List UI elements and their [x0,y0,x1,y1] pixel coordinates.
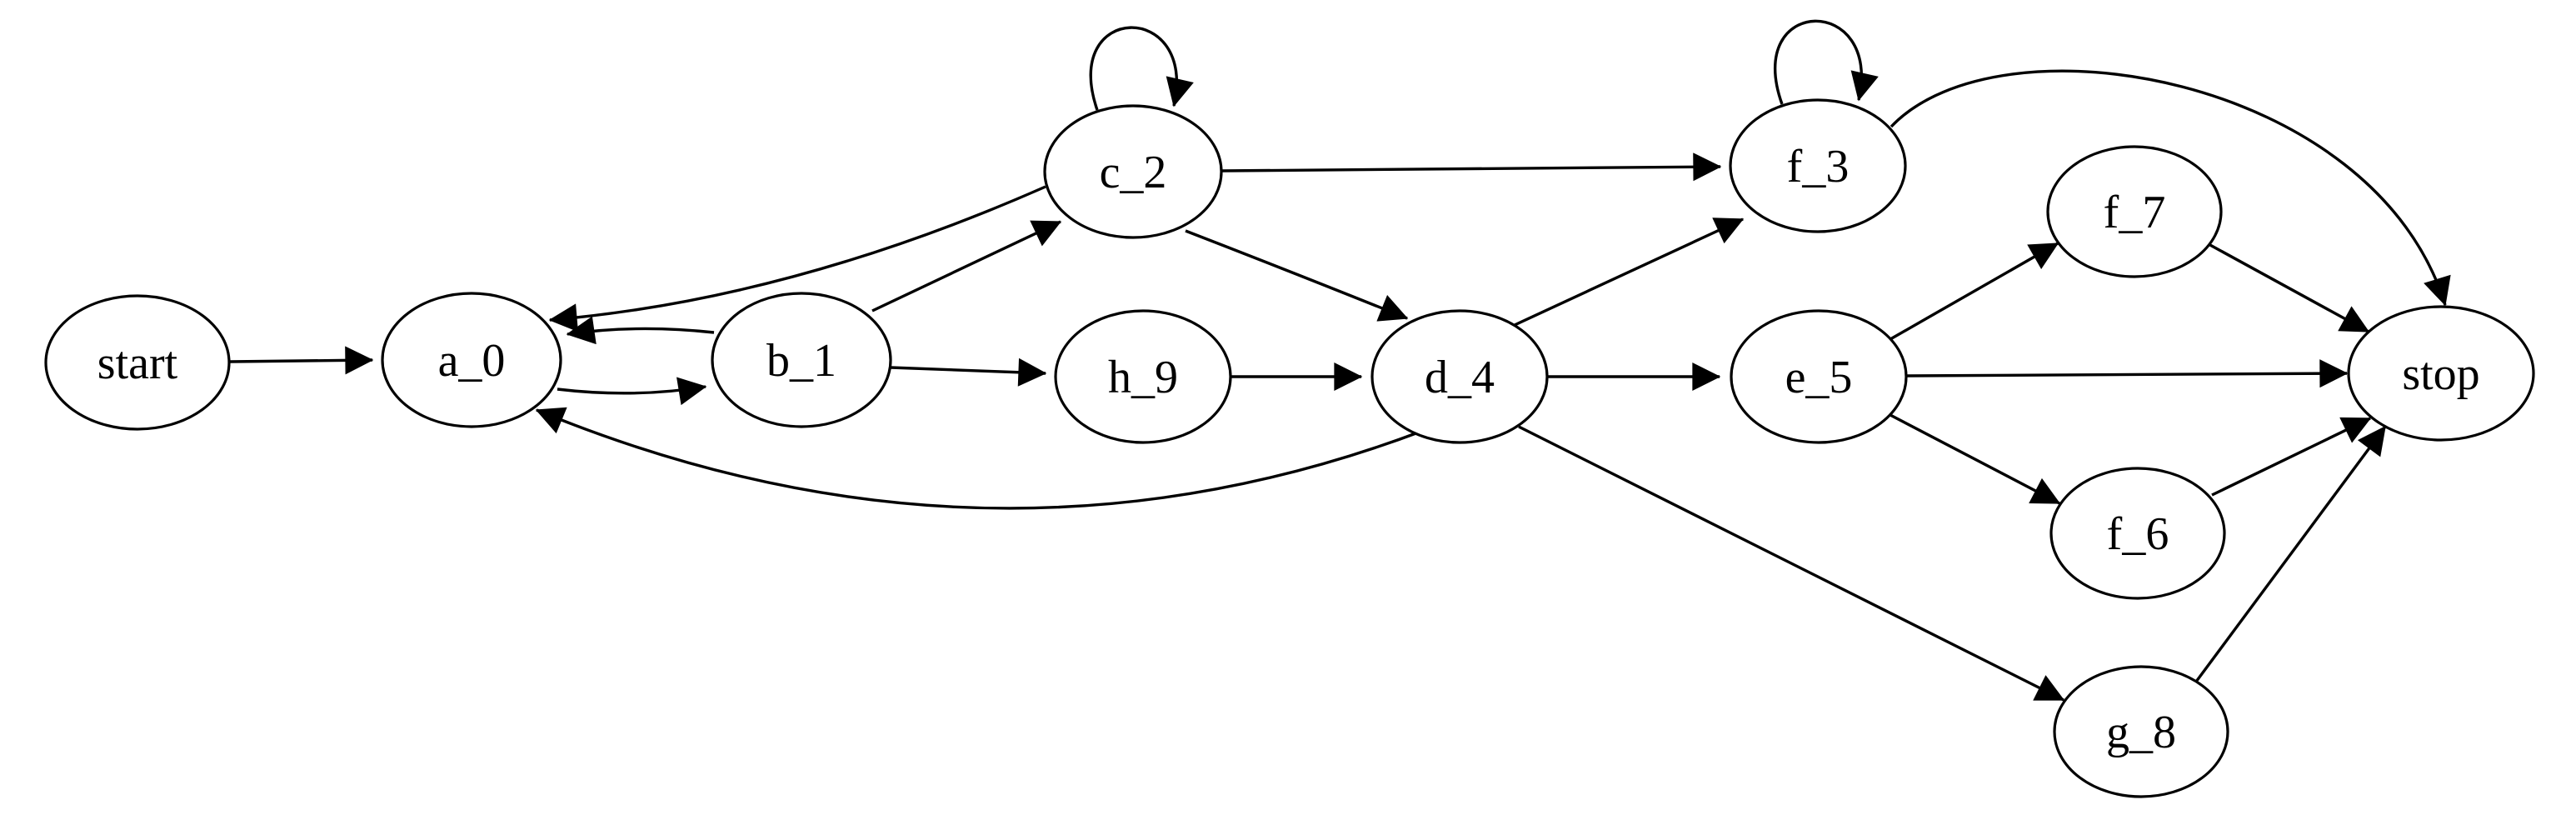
node-shape-start [44,294,231,431]
node-label-f_6: f_6 [2107,508,2169,560]
node-h_9: h_9 [1054,309,1232,444]
node-label-d_4: d_4 [1425,352,1495,403]
edge-g_8-stop [2194,425,2387,683]
edge-f_3-stop [1890,69,2451,307]
node-f_3: f_3 [1729,98,1907,233]
edge-start-a_0 [229,346,374,375]
node-label-f_7: f_7 [2104,187,2166,238]
edge-e_5-stop [1905,359,2349,388]
node-shape-stop [2347,305,2535,442]
node-f_7: f_7 [2046,145,2223,278]
node-c_2: c_2 [1043,104,1223,239]
self-loop-f_3 [1774,19,1879,105]
node-label-c_2: c_2 [1100,147,1167,198]
node-g_8: g_8 [2053,665,2229,798]
node-b_1: b_1 [711,292,892,428]
edge-d_4-a_0 [535,407,1421,510]
node-a_0: a_0 [381,292,562,428]
edge-c_2-d_4 [1185,229,1409,322]
edge-a_0-b_1 [557,377,707,406]
node-shape-d_4 [1370,309,1549,444]
node-label-a_0: a_0 [438,335,506,387]
edge-e_5-f_7 [1890,242,2059,341]
edges-layer [229,19,2451,702]
edge-b_1-c_2 [871,220,1062,312]
self-loop-c_2 [1089,26,1194,111]
edge-f_6-stop [2211,417,2372,497]
node-shape-f_6 [2049,467,2226,600]
node-label-b_1: b_1 [766,335,836,387]
node-f_6: f_6 [2049,467,2226,600]
edge-d_4-g_8 [1518,425,2065,702]
node-label-start: start [97,338,178,389]
edge-e_5-f_6 [1888,412,2061,505]
edge-b_1-a_0 [566,316,715,345]
node-e_5: e_5 [1730,309,1908,444]
node-shape-e_5 [1730,309,1908,444]
node-shape-f_7 [2046,145,2223,278]
node-label-h_9: h_9 [1108,352,1178,403]
node-shape-c_2 [1043,104,1223,239]
edge-f_7-stop [2208,242,2370,333]
node-shape-b_1 [711,292,892,428]
node-label-e_5: e_5 [1785,352,1853,403]
node-stop: stop [2347,305,2535,442]
edge-d_4-f_3 [1514,218,1745,327]
node-shape-g_8 [2053,665,2229,798]
node-start: start [44,294,231,431]
nodes-layer: start a_0 b_1 c_2 h_9 d_4 f_3 e_5 f_7 f_6 g_8 stop [44,98,2535,798]
edge-c_2-a_0 [548,185,1046,332]
node-label-g_8: g_8 [2106,707,2176,758]
node-d_4: d_4 [1370,309,1549,444]
node-label-stop: stop [2402,348,2479,400]
edge-b_1-h_9 [890,358,1047,387]
node-shape-f_3 [1729,98,1907,233]
node-shape-h_9 [1054,309,1232,444]
edge-c_2-f_3 [1221,152,1722,182]
node-shape-a_0 [381,292,562,428]
node-label-f_3: f_3 [1787,141,1850,192]
